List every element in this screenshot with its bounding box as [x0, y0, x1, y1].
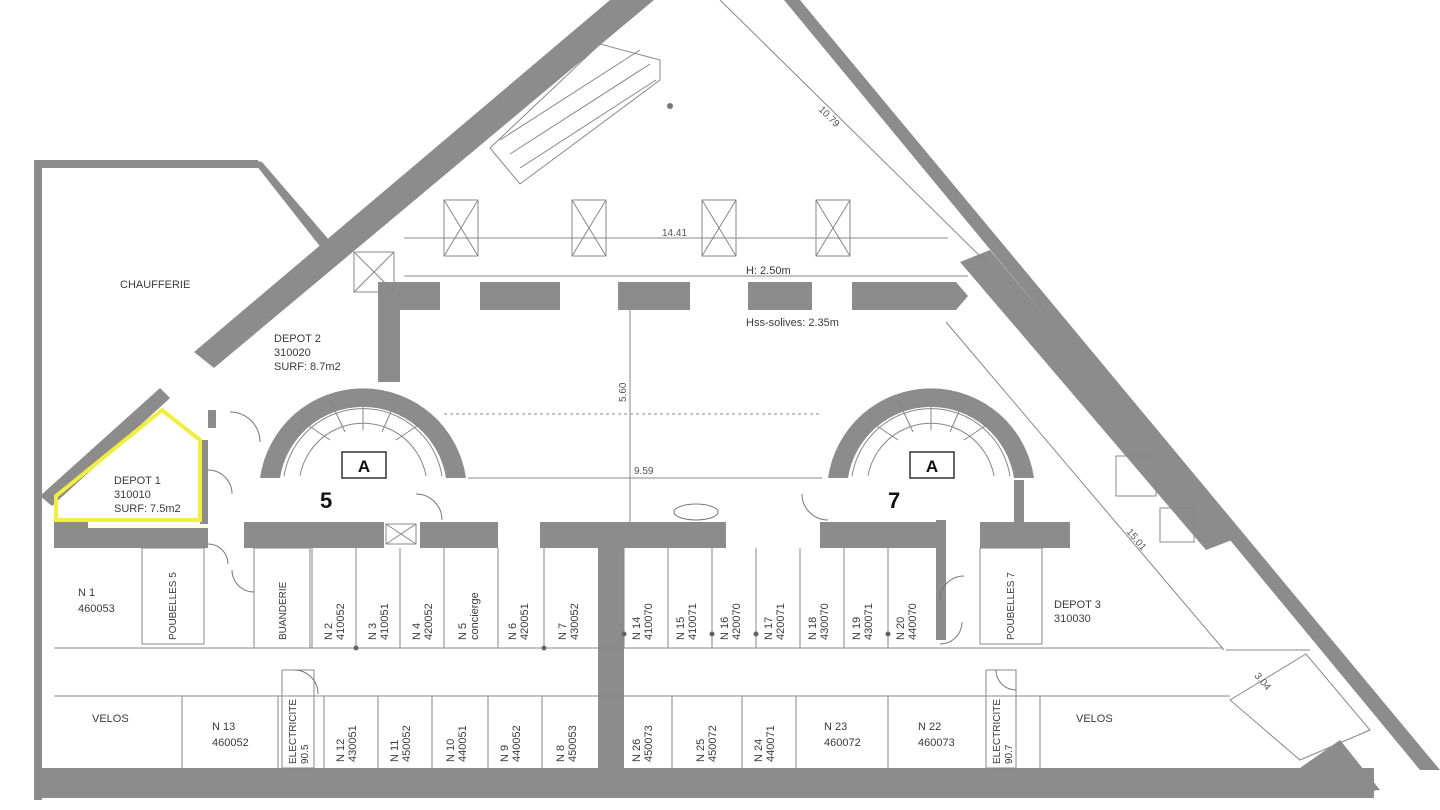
buanderie-label: BUANDERIE: [278, 581, 289, 640]
dimension-lines: [404, 0, 1310, 651]
cellar-label: N 15: [675, 617, 687, 640]
dim-diag-right: 15.01: [1124, 527, 1149, 554]
cellar-label: N 19: [851, 617, 863, 640]
cellar-code: concierge: [469, 592, 481, 640]
depot3-name: DEPOT 3: [1054, 599, 1101, 611]
doors[interactable]: [207, 411, 1017, 695]
cellar-code: 440052: [511, 725, 523, 762]
depot2-surf: SURF: 8.7m2: [274, 361, 341, 373]
upper-staircase: [489, 43, 661, 185]
poubelles7-label: POUBELLES 7: [1006, 572, 1017, 640]
stair-labels: A A 5 7: [320, 457, 938, 513]
walls: [34, 0, 1440, 800]
cellar-code: 460052: [212, 737, 249, 749]
electricite-right-num: 90.7: [1004, 744, 1015, 764]
dim-width-mid: 9.59: [634, 466, 654, 477]
depot1-name: DEPOT 1: [114, 475, 161, 487]
electricite-left-num: 90.5: [300, 744, 311, 764]
ceiling-point: [667, 103, 673, 109]
cellar-label: N 25: [695, 739, 707, 762]
cellar-code: 420051: [519, 603, 531, 640]
stair-left-number: 5: [320, 488, 332, 513]
room-labels: CHAUFFERIE DEPOT 2 310020 SURF: 8.7m2 DE…: [92, 279, 1113, 764]
stair-left-A-box[interactable]: [341, 451, 387, 479]
sump: [673, 503, 719, 521]
cellar-code: 460072: [824, 737, 861, 749]
cellar-label: N 20: [895, 617, 907, 640]
cellar-code: 450073: [643, 725, 655, 762]
cellar-label: N 9: [499, 745, 511, 762]
cellar-code: 450053: [567, 725, 579, 762]
cellar-label: N 6: [507, 623, 519, 640]
electricite-left-name: ELECTRICITE: [288, 699, 299, 764]
cellar-code: 430051: [347, 725, 359, 762]
electricite-right-name: ELECTRICITE: [992, 699, 1003, 764]
depot1-code: 310010: [114, 489, 151, 501]
depot1-highlight[interactable]: [54, 407, 202, 522]
cellar-code: 430070: [819, 603, 831, 640]
cellar-code: 440051: [457, 725, 469, 762]
cellar-code: 420071: [775, 603, 787, 640]
markers: [353, 631, 891, 651]
chaufferie-label: CHAUFFERIE: [120, 279, 190, 291]
dim-width-top: 14.41: [662, 228, 687, 239]
cellar-code: 430071: [863, 603, 875, 640]
cellar-code: 410052: [335, 603, 347, 640]
dim-vertical: 5.60: [618, 382, 629, 402]
cellar-code: 430052: [569, 603, 581, 640]
cellar-label: N 13: [212, 721, 235, 733]
velos-left-label: VELOS: [92, 713, 129, 725]
stair-right-number: 7: [888, 488, 900, 513]
cellar-label: N 16: [719, 617, 731, 640]
cellar-code: 460073: [918, 737, 955, 749]
cellar-label: N 1: [78, 587, 95, 599]
depot2-name: DEPOT 2: [274, 333, 321, 345]
cellar-label: N 12: [335, 739, 347, 762]
cellar-code: 410051: [379, 603, 391, 640]
cellar-label: N 4: [411, 623, 423, 640]
stair-right-letter: A: [926, 457, 938, 476]
cellar-label: N 11: [389, 740, 401, 762]
cellar-code: 450052: [401, 725, 413, 762]
cellar-code: 440070: [907, 603, 919, 640]
cellar-label: N 24: [753, 739, 765, 762]
skylights: [353, 199, 851, 545]
cellar-label: N 17: [763, 617, 775, 640]
cellar-code: 440071: [765, 725, 777, 762]
cellar-label: N 23: [824, 721, 847, 733]
cellar-code: 450072: [707, 725, 719, 762]
poubelles5-label: POUBELLES 5: [168, 572, 179, 640]
stair-left-letter: A: [358, 457, 370, 476]
cellar-label: N 7: [557, 623, 569, 640]
cellar-label: N 22: [918, 721, 941, 733]
depot2-code: 310020: [274, 347, 311, 359]
cellar-label: N 26: [631, 739, 643, 762]
dim-height-under-beams: Hss-solives: 2.35m: [746, 317, 839, 329]
cellar-grid: [54, 455, 1371, 769]
dim-diag-small: 3.04: [1252, 671, 1273, 693]
dim-height: H: 2.50m: [746, 265, 791, 277]
cellar-code: 420052: [423, 603, 435, 640]
velos-right-label: VELOS: [1076, 713, 1113, 725]
cellar-label: N 5: [457, 623, 469, 640]
cellar-code: 410071: [687, 603, 699, 640]
cellar-label: N 2: [323, 623, 335, 640]
cellar-label: N 18: [807, 617, 819, 640]
right-spiral-steps: [851, 394, 1011, 477]
cellar-label: N 10: [445, 739, 457, 762]
stair-right-A-box[interactable]: [909, 451, 955, 479]
depot3-code: 310030: [1054, 613, 1091, 625]
cellar-label: N 14: [631, 617, 643, 640]
cellar-code: 420070: [731, 603, 743, 640]
dim-diag-top: 10.79: [816, 104, 842, 130]
depot1-surf: SURF: 7.5m2: [114, 503, 181, 515]
cellar-label: N 3: [367, 623, 379, 640]
left-spiral-steps: [283, 394, 443, 477]
cellar-code: 460053: [78, 603, 115, 615]
cellar-code: 410070: [643, 603, 655, 640]
cellar-label: N 8: [555, 745, 567, 762]
